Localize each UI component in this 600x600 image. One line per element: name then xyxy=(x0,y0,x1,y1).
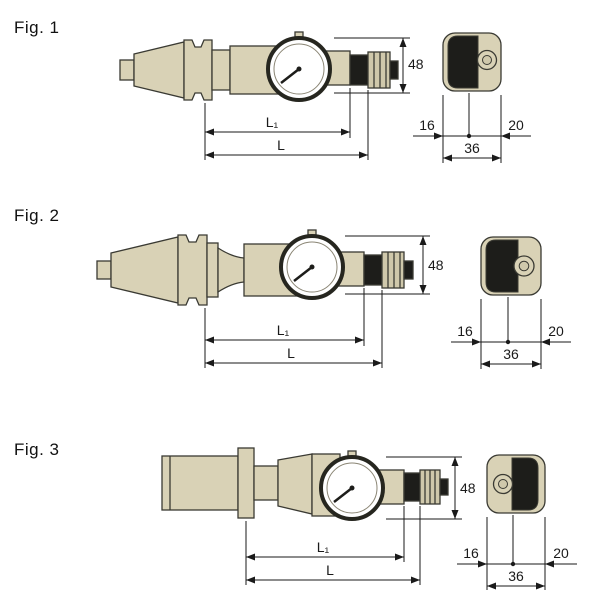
grip xyxy=(403,472,421,502)
probe-tip xyxy=(439,478,449,496)
dimension-height: 48 xyxy=(345,235,444,295)
figure-2-drawing: 48 L₁ L xyxy=(96,229,571,369)
dimension-l: L xyxy=(205,290,383,368)
dim-36-label: 36 xyxy=(464,140,480,156)
dimension-l1: L₁ xyxy=(204,88,351,160)
neck xyxy=(211,49,231,91)
dial-indicator xyxy=(319,455,385,521)
figure-3-drawing: 48 L₁ L xyxy=(161,447,577,590)
dim-height-label: 48 xyxy=(428,257,444,273)
taper-shank xyxy=(110,236,179,304)
figure-3-label: Fig. 3 xyxy=(14,440,60,459)
end-view xyxy=(486,454,546,514)
tool-side-view xyxy=(119,31,399,101)
dimension-l1: L₁ xyxy=(204,288,365,368)
figure-2-label: Fig. 2 xyxy=(14,206,60,225)
neck xyxy=(253,465,279,501)
end-view-dimensions: 16 20 36 xyxy=(413,93,531,163)
pull-stud xyxy=(119,59,135,81)
figure-1-label: Fig. 1 xyxy=(14,18,60,37)
tool-side-view xyxy=(96,229,414,306)
dial-indicator xyxy=(279,234,345,300)
dim-16-label: 16 xyxy=(457,323,473,339)
dimension-l: L xyxy=(246,506,421,585)
end-view-black-section xyxy=(511,457,539,511)
end-view-black-section xyxy=(485,239,519,293)
dimension-height: 48 xyxy=(386,456,476,520)
probe-tip xyxy=(403,260,414,280)
grip xyxy=(363,254,383,286)
end-view-black-section xyxy=(447,35,479,89)
end-view xyxy=(480,236,542,296)
collet xyxy=(381,251,405,289)
dim-20-label: 20 xyxy=(508,117,524,133)
dial-pivot xyxy=(296,66,302,72)
pull-stud xyxy=(96,260,112,280)
taper-shank xyxy=(133,41,185,99)
grip xyxy=(349,54,369,86)
figure-1-row: Fig. 1 xyxy=(0,0,600,200)
end-view-bore xyxy=(498,479,508,489)
dial-needle xyxy=(280,68,300,84)
tool-side-view xyxy=(161,447,449,519)
dial-pivot xyxy=(309,264,315,270)
dim-l1-label: L₁ xyxy=(266,114,279,130)
dim-l-label: L xyxy=(277,137,285,153)
dim-l-label: L xyxy=(326,562,334,578)
dim-36-label: 36 xyxy=(508,568,524,584)
dim-20-label: 20 xyxy=(553,545,569,561)
probe-tip xyxy=(389,60,399,80)
dimension-height: 48 xyxy=(334,37,424,94)
end-view-bore xyxy=(518,260,530,272)
dial-pivot xyxy=(349,485,355,491)
dimension-l1: L₁ xyxy=(245,506,405,585)
flange xyxy=(237,447,255,519)
riser xyxy=(277,453,313,515)
straight-shank xyxy=(161,455,239,511)
dial-needle xyxy=(293,266,313,282)
figure-3-row: Fig. 3 xyxy=(0,400,600,600)
dimension-l: L xyxy=(205,90,369,160)
dim-l1-label: L₁ xyxy=(277,322,290,338)
dim-20-label: 20 xyxy=(548,323,564,339)
dim-16-label: 16 xyxy=(419,117,435,133)
figure-2-row: Fig. 2 xyxy=(0,200,600,400)
dim-l-label: L xyxy=(287,345,295,361)
dial-needle xyxy=(333,487,353,503)
dim-36-label: 36 xyxy=(503,346,519,362)
end-view xyxy=(442,32,502,92)
neck xyxy=(217,246,245,294)
dim-height-label: 48 xyxy=(408,56,424,72)
end-view-bore xyxy=(482,55,492,65)
collet xyxy=(367,51,391,89)
figure-1-drawing: 48 L₁ L xyxy=(119,31,531,163)
spacer-disc xyxy=(206,242,219,298)
dim-height-label: 48 xyxy=(460,480,476,496)
end-view-dimensions: 16 20 36 xyxy=(457,515,577,590)
dim-16-label: 16 xyxy=(463,545,479,561)
flange xyxy=(183,39,213,101)
dial-indicator xyxy=(266,36,332,102)
end-view-dimensions: 16 20 36 xyxy=(451,297,571,369)
flange xyxy=(177,234,208,306)
dim-l1-label: L₁ xyxy=(317,539,330,555)
